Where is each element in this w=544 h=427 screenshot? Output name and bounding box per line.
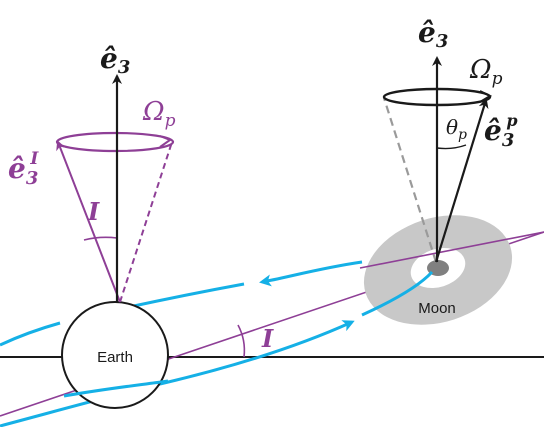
moon-orbit-lower-arc-mid — [159, 320, 355, 386]
moon-e3p-vector — [434, 98, 489, 263]
moon-core — [427, 260, 449, 276]
earth-inclination-arc — [83, 236, 118, 241]
earth-cone-right-edge — [119, 141, 173, 303]
earth-cone-left-edge — [56, 140, 121, 303]
moon-e3-label: ê3 — [418, 16, 448, 52]
moon-orbit-lower-arc-right — [361, 270, 434, 317]
earth-e3-label: ê3 — [100, 42, 130, 78]
earth-ellipse-arrowhead — [159, 135, 173, 148]
cone-inclination-label: I — [87, 197, 100, 226]
theta-label: θp — [446, 115, 467, 143]
moon-orbit-upper-arc-left2 — [0, 321, 61, 347]
orbit-inclination-arc — [237, 324, 246, 358]
earth-precession-ellipse — [55, 131, 175, 153]
moon-orbit-upper-arc — [259, 260, 363, 287]
moon-e3p-label: ê3p — [484, 111, 518, 151]
orbit-plane-line-moon — [359, 231, 544, 269]
moon-ellipse-arrowhead — [479, 90, 493, 103]
earth-omega-label: Ωp — [142, 97, 176, 131]
earth-e3I-label: ê3I — [8, 149, 39, 189]
earth-circle — [61, 301, 169, 409]
moon-label: Moon — [418, 300, 456, 317]
orbit-inclination-label: I — [261, 324, 274, 353]
moon-cone-left-edge — [382, 97, 438, 263]
moon-theta-arc — [436, 144, 467, 150]
moon-omega-label: Ωp — [469, 55, 503, 89]
earth-label: Earth — [97, 349, 133, 366]
moon-orbit-front — [63, 379, 169, 398]
